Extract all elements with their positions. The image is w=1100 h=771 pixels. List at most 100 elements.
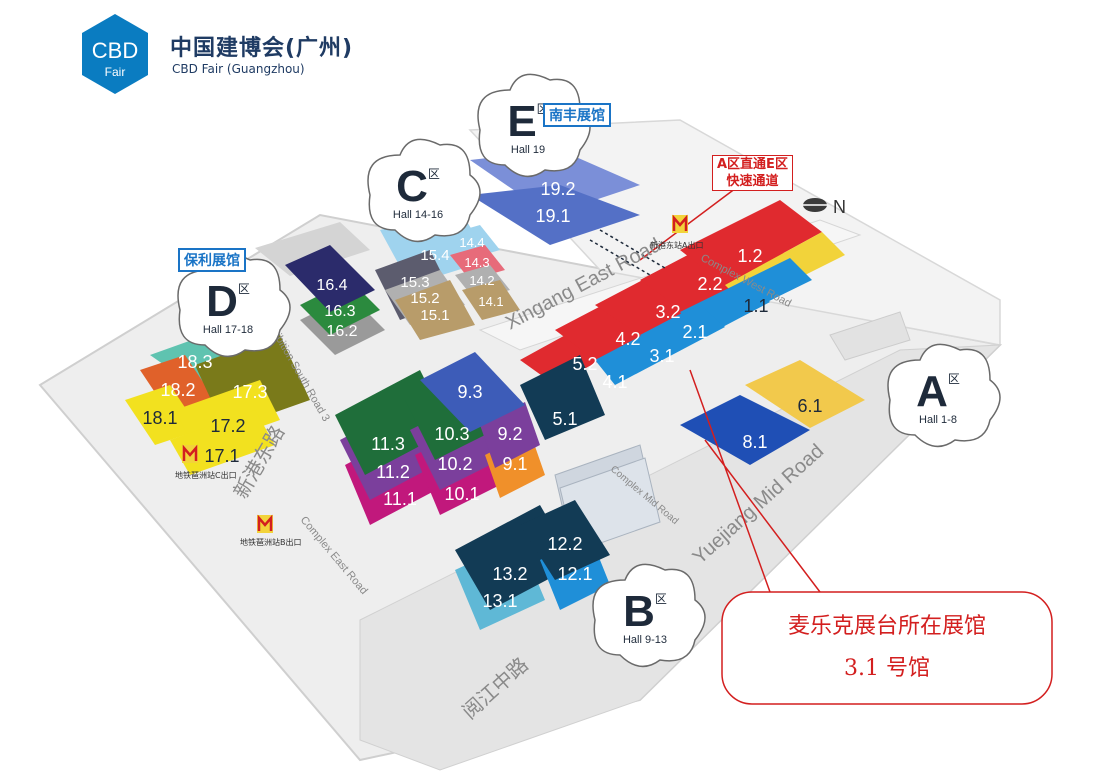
- hall-14.1[interactable]: [462, 280, 520, 320]
- hall-8.1[interactable]: [680, 395, 810, 465]
- hall-12.2[interactable]: [520, 500, 610, 580]
- hall-label-9.3: 9.3: [457, 382, 482, 402]
- hall-label-15.4: 15.4: [420, 247, 449, 264]
- hall-19.1[interactable]: [470, 185, 640, 245]
- hall-label-2.2: 2.2: [697, 274, 722, 294]
- hall-4.1[interactable]: [595, 305, 725, 385]
- hall-label-15.3: 15.3: [400, 274, 429, 291]
- zone-b-cloud: [592, 563, 706, 668]
- hall-label-19.2: 19.2: [540, 179, 575, 199]
- hall-15.1[interactable]: [395, 280, 475, 340]
- express-note-line2: 快速通道: [726, 174, 779, 189]
- zone-d-label[interactable]: D区 Hall 17-18: [188, 280, 268, 337]
- hall-label-3.2: 3.2: [655, 302, 680, 322]
- zone-e-letter: E: [507, 97, 537, 146]
- hall-1.2[interactable]: [680, 200, 822, 285]
- zone-d-halls-text: Hall 17-18: [202, 324, 254, 336]
- hall-label-4.1: 4.1: [602, 372, 627, 392]
- zone-a-suffix: 区: [947, 372, 960, 386]
- metro-label-pazhou-b: 地铁琶洲站B出口: [240, 537, 302, 547]
- express-note-line1: A区直通E区: [717, 157, 788, 172]
- hall-label-2.1: 2.1: [682, 322, 707, 342]
- callout-bubble: [721, 591, 1053, 705]
- hall-label-16.2: 16.2: [326, 323, 357, 340]
- zone-c-label[interactable]: C区 Hall 14-16: [378, 165, 458, 222]
- hall-label-19.1: 19.1: [535, 206, 570, 226]
- callout-line1: 麦乐克展台所在展馆: [787, 614, 986, 639]
- logo-name-cn: 中国建博会(广州): [170, 36, 354, 61]
- hall-label-18.3: 18.3: [177, 352, 212, 372]
- callout-pointer: [689, 369, 821, 593]
- hall-5.1[interactable]: [520, 355, 605, 440]
- hall-label-14.3: 14.3: [464, 255, 489, 270]
- zone-a-halls-text: Hall 1-8: [919, 414, 957, 426]
- hall-label-9.2: 9.2: [497, 424, 522, 444]
- zone-e-halls-text: Hall 19: [510, 144, 546, 156]
- hall-16.4[interactable]: [285, 245, 375, 312]
- hall-label-14.2: 14.2: [469, 273, 494, 288]
- metro-icon: [672, 214, 688, 233]
- hall-label-3.1: 3.1: [649, 346, 674, 366]
- hall-label-10.1: 10.1: [444, 484, 479, 504]
- hall-label-8.1: 8.1: [742, 432, 767, 452]
- zone-b-label[interactable]: B区 Hall 9-13: [605, 587, 685, 647]
- hall-labels: 1.1 1.2 2.1 2.2 3.1 3.2 4.1 4.2 5.1 5.2 …: [142, 179, 822, 611]
- hall-label-17.3: 17.3: [232, 382, 267, 402]
- logo-name-en: CBD Fair (Guangzhou): [172, 62, 305, 76]
- hall-label-1.1: 1.1: [743, 296, 768, 316]
- logo-mark-bottom: Fair: [105, 65, 126, 79]
- express-passage-lines: [589, 229, 666, 276]
- hall-label-16.4: 16.4: [316, 277, 347, 294]
- hall-label-11.2: 11.2: [376, 462, 410, 482]
- metro-label-pazhou-c: 地铁琶洲站C出口: [175, 470, 237, 480]
- zone-b-halls-text: Hall 9-13: [622, 634, 668, 646]
- compass-label: N: [833, 197, 846, 217]
- compass-icon: N: [803, 197, 846, 217]
- venue-tag-poly: 保利展馆: [178, 248, 246, 272]
- metro-icon: [257, 514, 273, 533]
- express-pointer-line: [639, 184, 741, 261]
- hall-label-14.1: 14.1: [478, 294, 503, 309]
- metro-label-xingang-a: 新港东站A出口: [650, 240, 703, 250]
- hall-label-10.3: 10.3: [434, 424, 469, 444]
- hall-label-11.1: 11.1: [383, 489, 417, 509]
- hall-label-12.1: 12.1: [557, 564, 592, 584]
- zone-b-letter: B: [623, 587, 655, 636]
- hall-label-4.2: 4.2: [615, 329, 640, 349]
- hall-label-11.3: 11.3: [371, 434, 405, 454]
- zone-a-halls: [520, 200, 865, 465]
- zone-b-halls: [335, 352, 610, 630]
- zone-b-suffix: 区: [654, 592, 667, 606]
- hall-18.1[interactable]: [125, 385, 200, 445]
- zone-a-label[interactable]: A区 Hall 1-8: [898, 367, 978, 427]
- hall-label-12.2: 12.2: [547, 534, 582, 554]
- hall-label-16.3: 16.3: [324, 303, 355, 320]
- zone-c-cloud: [367, 138, 481, 243]
- hall-6.1[interactable]: [745, 360, 865, 428]
- zone-a-cloud: [887, 343, 1001, 448]
- metro-markers: 新港东站A出口 地铁琶洲站C出口 地铁琶洲站B出口: [175, 214, 703, 547]
- hall-label-17.1: 17.1: [204, 446, 239, 466]
- cbd-logo: CBD Fair: [80, 12, 150, 96]
- hall-9.3[interactable]: [420, 352, 525, 432]
- hall-label-5.2: 5.2: [572, 354, 597, 374]
- hall-18.2[interactable]: [140, 355, 215, 415]
- venue-tag-nanfeng: 南丰展馆: [543, 103, 611, 127]
- logo-hexagon-icon: CBD Fair: [82, 14, 148, 94]
- hall-label-15.1: 15.1: [420, 307, 449, 324]
- logo-mark-top: CBD: [92, 38, 138, 63]
- zone-a-letter: A: [916, 367, 948, 416]
- hall-label-1.2: 1.2: [737, 246, 762, 266]
- building-hotel: [255, 222, 370, 276]
- hall-label-14.4: 14.4: [459, 235, 484, 250]
- yuejiang-road-band: [359, 344, 1002, 771]
- zone-c-halls-text: Hall 14-16: [392, 209, 444, 221]
- hall-label-9.1: 9.1: [502, 454, 527, 474]
- callout-line2: 3.1 号馆: [844, 656, 930, 681]
- zone-c-suffix: 区: [427, 167, 440, 181]
- hall-label-10.2: 10.2: [437, 454, 472, 474]
- hall-label-18.1: 18.1: [142, 408, 177, 428]
- hall-label-6.1: 6.1: [797, 396, 822, 416]
- hall-label-13.2: 13.2: [492, 564, 527, 584]
